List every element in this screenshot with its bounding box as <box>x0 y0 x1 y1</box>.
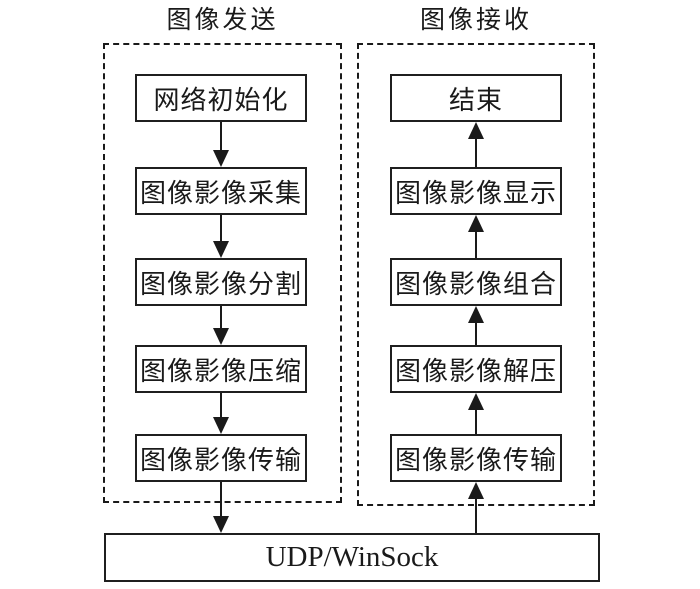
flow-node-capture: 图像影像采集 <box>135 167 307 215</box>
arrow-shaft <box>475 396 477 434</box>
sender-column-title: 图像发送 <box>166 7 279 34</box>
arrow-down-icon <box>213 417 229 434</box>
arrow-up-icon <box>468 122 484 139</box>
flow-node-transmit-send: 图像影像传输 <box>135 434 307 482</box>
arrow-shaft <box>475 218 477 258</box>
arrow-shaft <box>475 485 477 533</box>
arrow-down-icon <box>213 516 229 533</box>
arrow-shaft <box>220 393 222 431</box>
arrow-up-icon <box>468 306 484 323</box>
arrow-down-icon <box>213 150 229 167</box>
flow-node-display: 图像影像显示 <box>390 167 562 215</box>
flow-arrow-down <box>213 306 229 345</box>
flow-arrow-down <box>213 122 229 167</box>
flow-node-compress: 图像影像压缩 <box>135 345 307 393</box>
receiver-column-title: 图像接收 <box>419 7 532 34</box>
arrow-up-icon <box>468 482 484 499</box>
flow-arrow-up <box>468 215 484 258</box>
flow-node-split: 图像影像分割 <box>135 258 307 306</box>
arrow-shaft <box>220 215 222 255</box>
transport-layer-box: UDP/WinSock <box>104 533 600 582</box>
flow-arrow-down <box>213 393 229 434</box>
sender-group-border <box>103 43 342 503</box>
flow-arrow-down-to-transport <box>213 482 229 533</box>
flow-node-combine: 图像影像组合 <box>390 258 562 306</box>
flow-arrow-up-from-transport <box>468 482 484 533</box>
arrow-shaft <box>475 125 477 167</box>
flow-node-transmit-receive: 图像影像传输 <box>390 434 562 482</box>
flow-arrow-down <box>213 215 229 258</box>
flow-arrow-up <box>468 306 484 345</box>
arrow-shaft <box>220 306 222 342</box>
arrow-shaft <box>475 309 477 345</box>
flow-arrow-up <box>468 393 484 434</box>
arrow-shaft <box>220 482 222 530</box>
arrow-down-icon <box>213 328 229 345</box>
flow-node-decompress: 图像影像解压 <box>390 345 562 393</box>
flow-node-network-init: 网络初始化 <box>135 74 307 122</box>
arrow-up-icon <box>468 393 484 410</box>
flow-arrow-up <box>468 122 484 167</box>
arrow-down-icon <box>213 241 229 258</box>
arrow-shaft <box>220 122 222 164</box>
arrow-up-icon <box>468 215 484 232</box>
flow-node-end: 结束 <box>390 74 562 122</box>
